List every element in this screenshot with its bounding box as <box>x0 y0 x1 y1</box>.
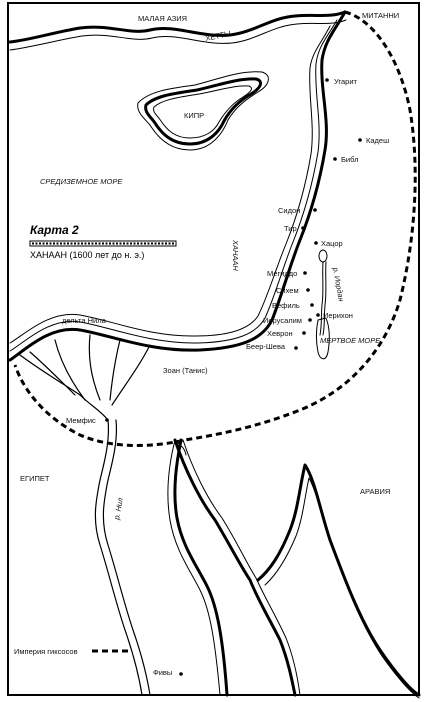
city-dot <box>358 138 362 142</box>
sinai-coast <box>167 438 421 699</box>
region-arabia: АРАВИЯ <box>360 487 390 496</box>
city-ugarit: Угарит <box>334 77 358 86</box>
city-sidon: Сидон <box>278 206 300 215</box>
nile-river <box>19 334 151 696</box>
map-subtitle: ХАНААН (1600 лет до н. э.) <box>30 250 144 260</box>
city-kadesh: Кадеш <box>366 136 389 145</box>
region-mediterranean: СРЕДИЗЕМНОЕ МОРЕ <box>40 177 123 186</box>
region-egypt: ЕГИПЕТ <box>20 474 50 483</box>
city-dot <box>310 303 314 307</box>
city-dot <box>306 288 310 292</box>
city-hazor: Хацор <box>321 239 343 248</box>
city-dot <box>313 208 317 212</box>
region-cyprus: КИПР <box>184 111 204 120</box>
title-underline <box>29 240 177 247</box>
region-canaan: ХАНААН <box>231 239 240 271</box>
city-dot <box>179 672 183 676</box>
city-dot <box>314 241 318 245</box>
city-dot <box>105 418 109 422</box>
city-shechem: Сихем <box>276 286 299 295</box>
city-zoan: Зоан (Танис) <box>163 366 208 375</box>
hyksos-boundary <box>13 10 417 653</box>
city-dot <box>302 331 306 335</box>
city-bethel: Вефиль <box>272 301 300 310</box>
city-markers: Угарит Кадеш Библ Сидон Тир Хацор Мегидд… <box>66 77 389 677</box>
city-jerusalem: Иерусалим <box>263 316 302 325</box>
city-byblos: Библ <box>341 155 358 164</box>
city-beersheba: Беер-Шева <box>246 342 286 351</box>
city-dot <box>301 226 305 230</box>
levant-coast <box>8 10 347 362</box>
city-dot <box>333 157 337 161</box>
city-dot <box>294 346 298 350</box>
city-megiddo: Мегиддо <box>267 269 297 278</box>
city-dot <box>303 271 307 275</box>
city-dot <box>316 313 320 317</box>
legend-label: Империя гиксосов <box>14 647 78 656</box>
cyprus-island <box>137 71 269 151</box>
city-dot <box>308 318 312 322</box>
city-hebron: Хеврон <box>267 329 293 338</box>
jordan-river <box>316 249 330 360</box>
region-asia-minor: МАЛАЯ АЗИЯ <box>138 14 187 23</box>
region-dead-sea: МЕРТВОЕ МОРЕ <box>320 336 381 345</box>
city-jericho: Иерихон <box>323 311 353 320</box>
map-title: Карта 2 <box>30 223 79 237</box>
asia-minor-coast <box>8 10 347 51</box>
city-tyre: Тир <box>284 224 297 233</box>
city-memphis: Мемфис <box>66 416 96 425</box>
river-nile: р. Нил <box>112 496 125 521</box>
city-thebes: Фивы <box>153 668 172 677</box>
region-mitanni: МИТАННИ <box>362 11 399 20</box>
region-nile-delta: дельта Нила <box>62 316 107 325</box>
city-dot <box>325 78 329 82</box>
